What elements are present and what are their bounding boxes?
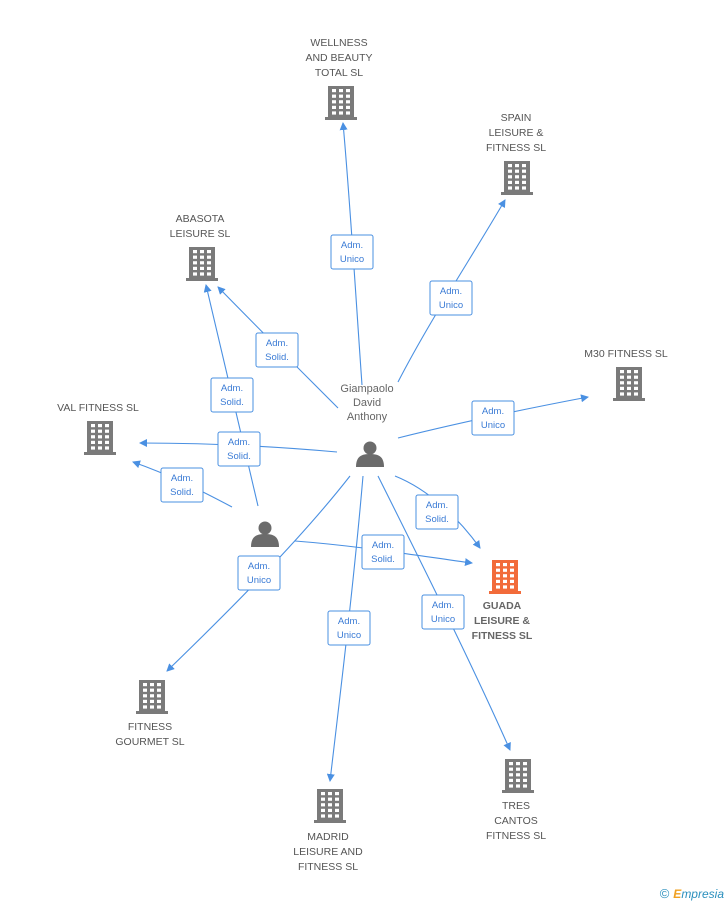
company-node-guada[interactable]: GUADA LEISURE & FITNESS SL — [472, 560, 533, 642]
relation-label[interactable]: Adm. Solid. — [361, 534, 405, 570]
relation-label-text: Unico — [247, 575, 271, 586]
relation-label-text: Unico — [337, 630, 361, 641]
company-name: FITNESS SL — [472, 630, 533, 642]
relation-label-text: Solid. — [170, 487, 194, 498]
company-name: WELLNESS — [310, 37, 367, 49]
relation-label[interactable]: Adm. Unico — [330, 234, 374, 270]
relation-label[interactable]: Adm. Unico — [327, 610, 371, 646]
relation-label-box — [237, 555, 281, 591]
company-node-madrid[interactable]: MADRID LEISURE AND FITNESS SL — [293, 789, 363, 873]
company-name: SPAIN — [501, 112, 532, 124]
company-name: LEISURE & — [489, 127, 544, 139]
relation-label-text: Unico — [431, 614, 455, 625]
relation-label-box — [330, 234, 374, 270]
company-name: M30 FITNESS SL — [584, 348, 668, 360]
relation-label-text: Adm. — [372, 540, 394, 551]
company-name: AND BEAUTY — [305, 52, 372, 64]
relation-label-box — [361, 534, 405, 570]
company-node-gourmet[interactable]: FITNESS GOURMET SL — [115, 680, 185, 748]
person-icon — [251, 521, 279, 547]
relation-label[interactable]: Adm. Solid. — [160, 467, 204, 503]
company-name: FITNESS — [128, 721, 172, 733]
relation-label-box — [217, 431, 261, 467]
relation-label[interactable]: Adm. Unico — [429, 280, 473, 316]
relation-label-text: Unico — [340, 254, 364, 265]
relation-label[interactable]: Adm. Unico — [471, 400, 515, 436]
relation-label[interactable]: Adm. Solid. — [255, 332, 299, 368]
relation-label-box — [160, 467, 204, 503]
company-name: FITNESS SL — [486, 830, 546, 842]
company-name: MADRID — [307, 831, 349, 843]
relation-label[interactable]: Adm. Solid. — [210, 377, 254, 413]
relation-label-box — [327, 610, 371, 646]
company-name: GOURMET SL — [115, 736, 184, 748]
relation-label-text: Adm. — [221, 383, 243, 394]
relation-label-box — [255, 332, 299, 368]
brand-logo: Empresia — [673, 886, 724, 901]
relation-label-text: Solid. — [220, 397, 244, 408]
person-name: David — [353, 397, 381, 409]
building-icon — [613, 367, 645, 401]
relation-label-text: Adm. — [248, 561, 270, 572]
copyright-icon: © — [659, 886, 670, 901]
company-node-m30[interactable]: M30 FITNESS SL — [584, 348, 668, 401]
company-name: ABASOTA — [176, 213, 225, 225]
relation-label-text: Adm. — [228, 437, 250, 448]
company-name: TOTAL SL — [315, 67, 363, 79]
company-node-val[interactable]: VAL FITNESS SL — [57, 402, 139, 455]
relation-label-text: Adm. — [426, 500, 448, 511]
company-name: LEISURE SL — [170, 228, 231, 240]
relation-label[interactable]: Adm. Unico — [237, 555, 281, 591]
relation-label-text: Adm. — [338, 616, 360, 627]
brand-footer[interactable]: © Empresia — [660, 886, 724, 901]
relation-label[interactable]: Adm. Solid. — [415, 494, 459, 530]
building-icon — [186, 247, 218, 281]
relation-label-text: Adm. — [432, 600, 454, 611]
relation-label-text: Adm. — [266, 338, 288, 349]
relation-label-text: Solid. — [371, 554, 395, 565]
company-name: VAL FITNESS SL — [57, 402, 139, 414]
relation-label[interactable]: Adm. Solid. — [217, 431, 261, 467]
relation-label-text: Adm. — [171, 473, 193, 484]
relation-label-text: Unico — [439, 300, 463, 311]
company-node-spain[interactable]: SPAIN LEISURE & FITNESS SL — [486, 112, 546, 195]
relation-label-box — [210, 377, 254, 413]
building-icon — [325, 86, 357, 120]
company-node-abasota[interactable]: ABASOTA LEISURE SL — [170, 213, 231, 281]
company-node-wellness[interactable]: WELLNESS AND BEAUTY TOTAL SL — [305, 37, 373, 120]
building-icon — [489, 560, 521, 594]
person-icon — [356, 441, 384, 467]
company-name: CANTOS — [494, 815, 538, 827]
relation-label-text: Solid. — [227, 451, 251, 462]
company-name: LEISURE & — [474, 615, 530, 627]
person-name: Giampaolo — [340, 383, 393, 395]
relation-label-text: Solid. — [265, 352, 289, 363]
company-name: TRES — [502, 800, 530, 812]
relation-label-text: Solid. — [425, 514, 449, 525]
building-icon — [84, 421, 116, 455]
company-name: LEISURE AND — [293, 846, 363, 858]
person-name: Anthony — [347, 411, 388, 423]
relation-label-box — [429, 280, 473, 316]
company-node-tres[interactable]: TRES CANTOS FITNESS SL — [486, 759, 546, 842]
nodes-layer: WELLNESS AND BEAUTY TOTAL SL SPAIN LEISURE &… — [57, 37, 668, 873]
relation-label-box — [471, 400, 515, 436]
relation-label[interactable]: Adm. Unico — [421, 594, 465, 630]
company-name: FITNESS SL — [486, 142, 546, 154]
building-icon — [314, 789, 346, 823]
relation-labels-layer: Adm.UnicoAdm.UnicoAdm.Solid.Adm.UnicoAdm… — [160, 234, 515, 646]
relation-label-text: Adm. — [482, 406, 504, 417]
building-icon — [136, 680, 168, 714]
building-icon — [502, 759, 534, 793]
relation-label-box — [415, 494, 459, 530]
relation-label-text: Adm. — [341, 240, 363, 251]
relation-label-text: Adm. — [440, 286, 462, 297]
company-name: GUADA — [483, 600, 522, 612]
relation-label-box — [421, 594, 465, 630]
relation-label-text: Unico — [481, 420, 505, 431]
building-icon — [501, 161, 533, 195]
company-name: FITNESS SL — [298, 861, 358, 873]
